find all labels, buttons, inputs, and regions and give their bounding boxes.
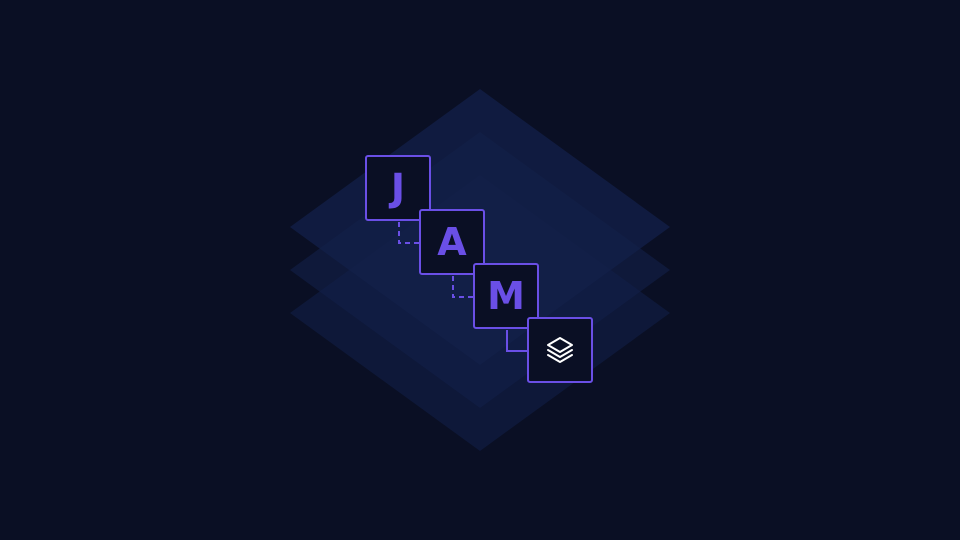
letter-j: J <box>390 166 406 210</box>
connector-a-m <box>452 276 473 298</box>
letter-a: A <box>437 220 467 264</box>
letter-m: M <box>487 274 525 318</box>
stack-layers-icon <box>547 337 573 363</box>
connector-j-a <box>398 222 419 244</box>
tile-stack <box>527 317 593 383</box>
connector-m-stack <box>506 330 527 352</box>
